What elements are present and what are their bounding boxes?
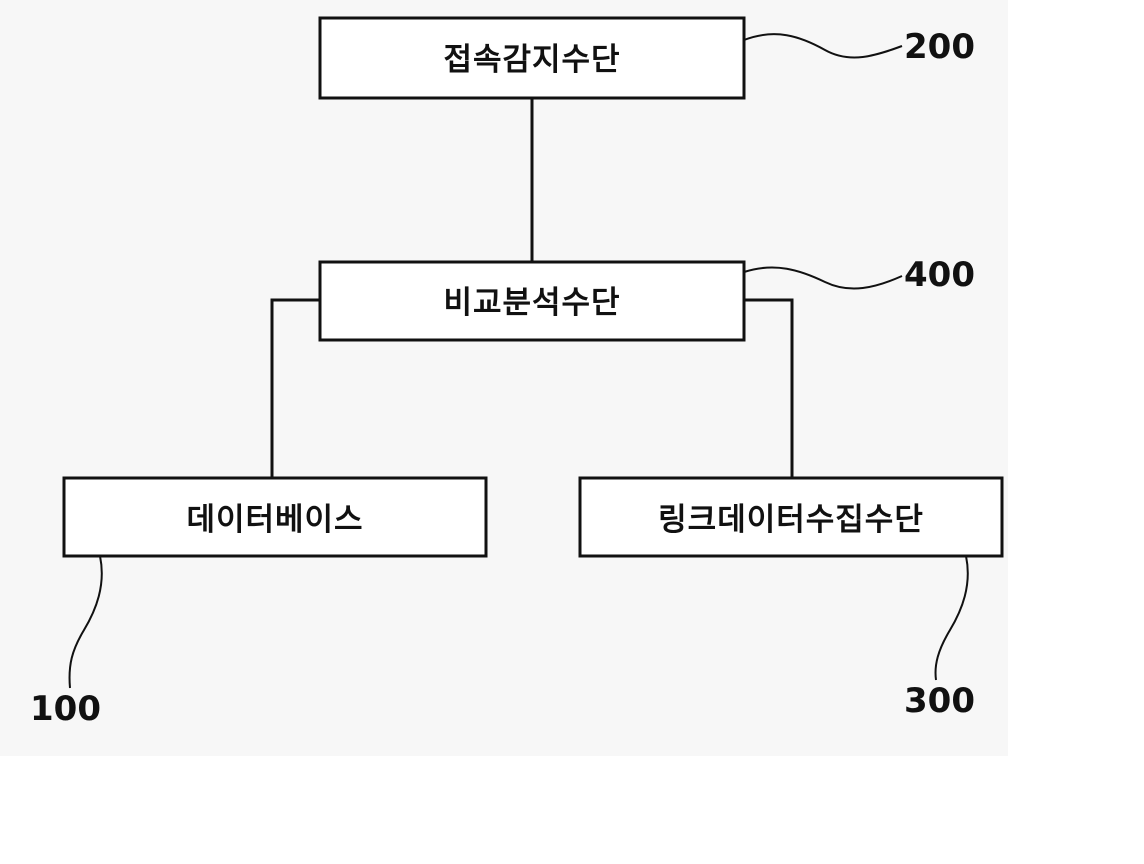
diagram-background	[0, 0, 1008, 756]
leader-line-100	[68, 555, 103, 689]
edge-comparison-to-database	[270, 298, 320, 478]
node-link-data-collection-box	[578, 476, 1004, 558]
node-database-label: 데이터베이스	[186, 502, 363, 538]
node-database: 데이터베이스	[62, 476, 488, 558]
node-link-data-collection: 링크데이터수집수단	[578, 476, 1004, 558]
node-comparison-analysis-box	[318, 260, 746, 342]
ref-label-100: 100	[30, 689, 101, 729]
ref-label-200: 200	[904, 27, 975, 67]
node-comparison-analysis: 비교분석수단	[318, 260, 746, 342]
leader-line-200	[743, 33, 903, 59]
node-access-detection-box	[318, 16, 746, 100]
node-comparison-analysis-label: 비교분석수단	[443, 285, 620, 321]
ref-label-300: 300	[904, 681, 975, 721]
node-access-detection-label: 접속감지수단	[443, 42, 620, 78]
node-database-box	[62, 476, 488, 558]
leader-line-400	[743, 266, 903, 290]
ref-label-400: 400	[904, 255, 975, 295]
node-link-data-collection-label: 링크데이터수집수단	[658, 502, 924, 538]
node-access-detection: 접속감지수단	[318, 16, 746, 100]
leader-line-300	[934, 555, 969, 681]
edge-comparison-to-link-collection	[744, 298, 794, 478]
